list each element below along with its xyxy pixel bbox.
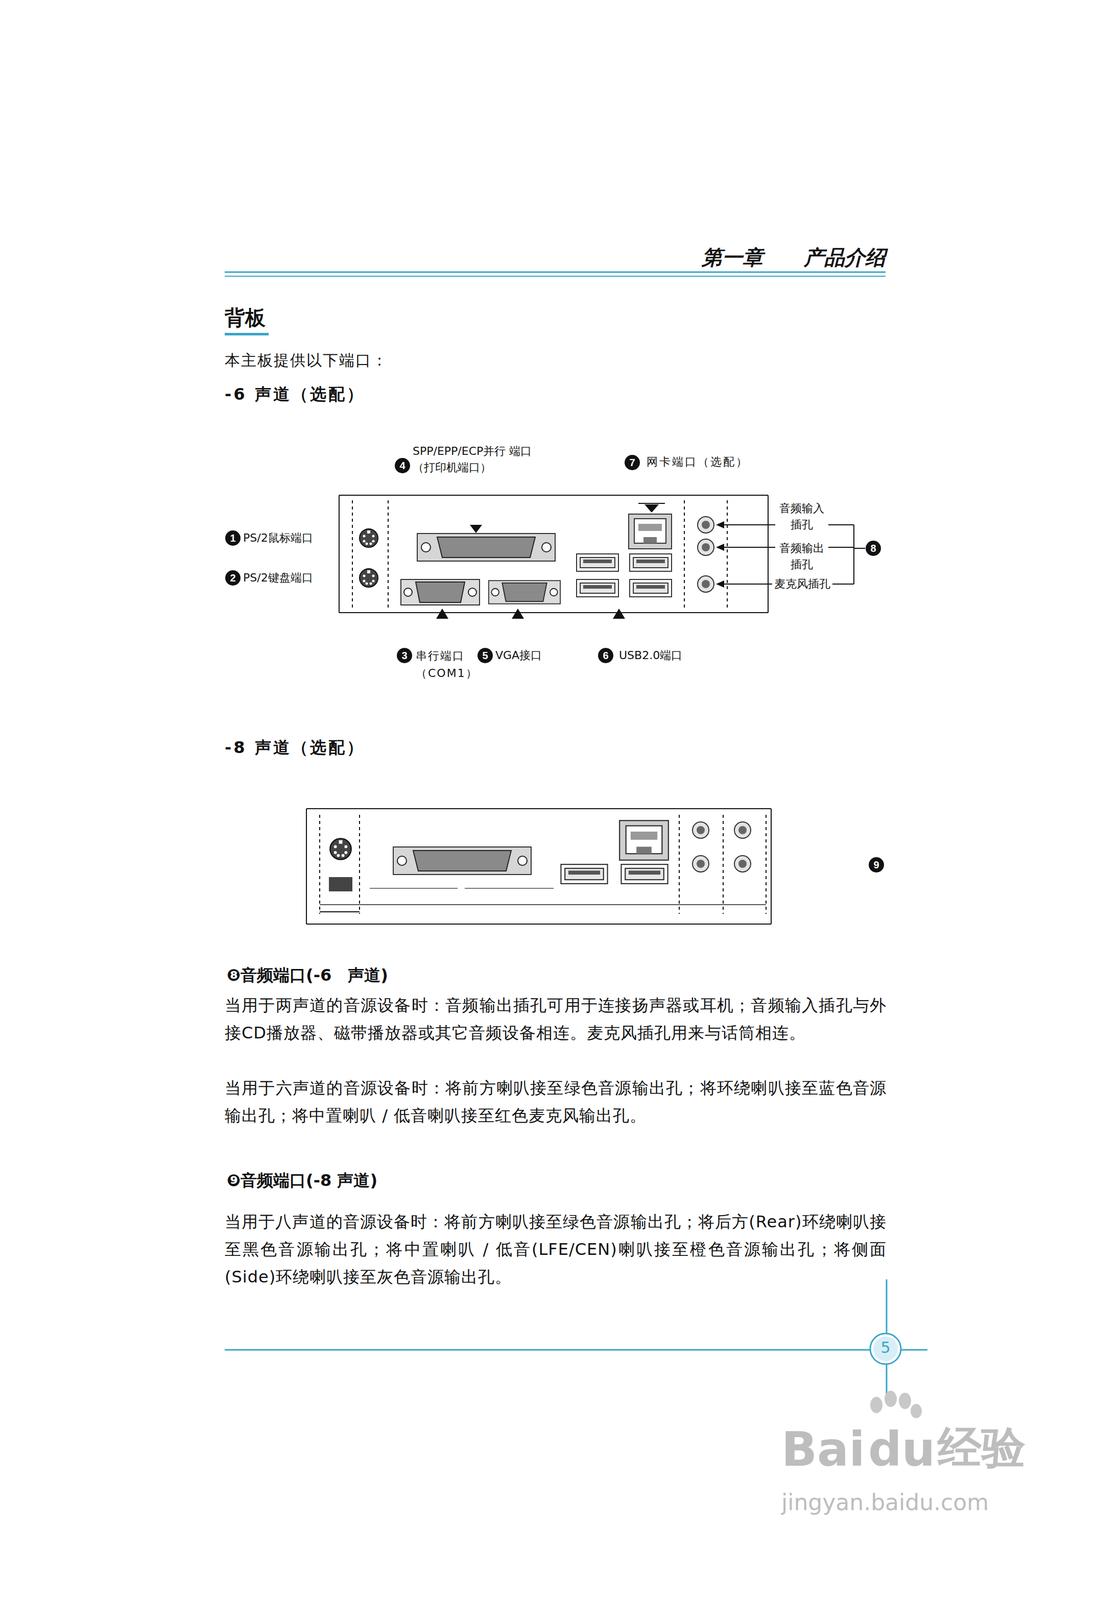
callout-number: 4 bbox=[394, 458, 411, 474]
jack-label: 音频输入 插孔 bbox=[775, 500, 829, 534]
port-label: PS/2鼠标端口 bbox=[243, 531, 346, 546]
callout-number: 8 bbox=[865, 540, 881, 557]
port-label: 串行端口 （COM1） bbox=[415, 647, 477, 683]
callout-number: 9 bbox=[868, 857, 885, 873]
page-title: 背板 bbox=[224, 304, 327, 331]
port-label: PS/2键盘端口 bbox=[243, 570, 346, 586]
callout-number: 7 bbox=[624, 455, 640, 471]
paragraph: 当用于六声道的音源设备时：将前方喇叭接至绿色音源输出孔；将环绕喇叭接至蓝色音源输… bbox=[224, 1074, 887, 1130]
port-label: SPP/EPP/ECP并行 端口（打印机端口） bbox=[412, 443, 541, 476]
watermark: Bai bbox=[781, 1419, 874, 1482]
jack-label: 麦克风插孔 bbox=[772, 576, 833, 593]
callout-number: 1 bbox=[225, 530, 241, 546]
port-label: VGA接口 bbox=[495, 648, 578, 664]
subsection-heading: ❾音频端口(-8 声道) bbox=[226, 1170, 687, 1192]
chapter-header: 第一章 产品介绍 bbox=[561, 244, 886, 271]
watermark: du bbox=[868, 1419, 935, 1482]
port-label: USB2.0端口 bbox=[618, 648, 732, 664]
paragraph: 当用于八声道的音源设备时：将前方喇叭接至绿色音源输出孔；将后方(Rear)环绕喇… bbox=[224, 1208, 887, 1292]
callout-number: 6 bbox=[598, 648, 614, 664]
section-heading: -6 声道（选配） bbox=[224, 384, 532, 406]
section-heading: -8 声道（选配） bbox=[224, 737, 532, 759]
callout-number: 2 bbox=[225, 570, 241, 586]
watermark: 经验 bbox=[937, 1419, 1040, 1477]
callout-number: 3 bbox=[396, 648, 413, 664]
jack-label: 音频输出 插孔 bbox=[775, 540, 829, 574]
subsection-heading: ❽音频端口(-6 声道) bbox=[226, 965, 687, 987]
callout-number: 5 bbox=[477, 648, 493, 664]
port-label: 网卡端口（选配） bbox=[646, 455, 800, 470]
watermark: jingyan.baidu.com bbox=[781, 1488, 1037, 1518]
intro-text: 本主板提供以下端口： bbox=[224, 350, 634, 371]
page-number: 5 bbox=[870, 1338, 901, 1358]
paragraph: 当用于两声道的音源设备时：音频输出插孔可用于连接扬声器或耳机；音频输入插孔与外接… bbox=[224, 991, 887, 1047]
